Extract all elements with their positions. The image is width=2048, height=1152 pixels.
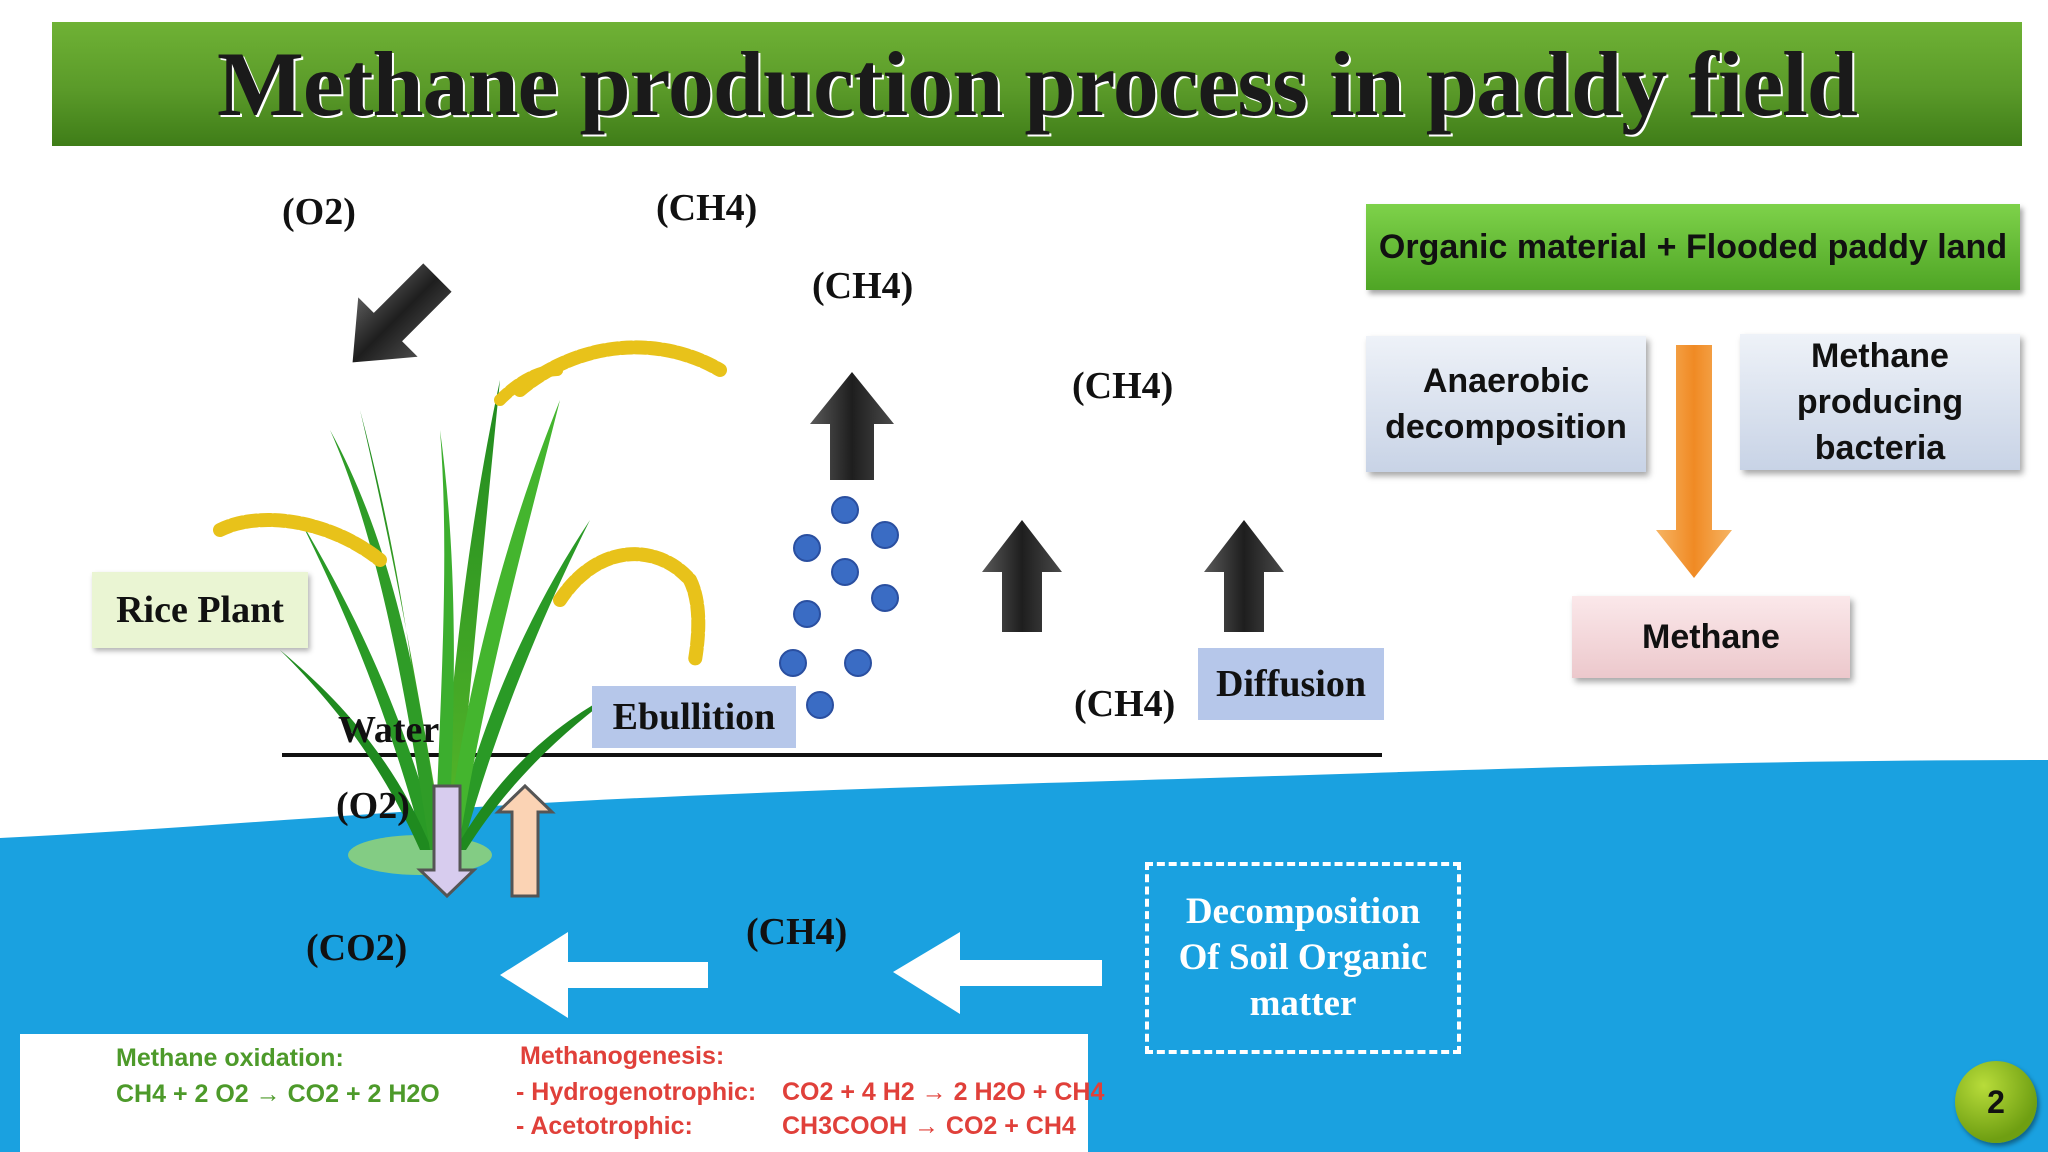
label-water: Water xyxy=(338,709,440,751)
oxidation-equation: CH4 + 2 O2 → CO2 + 2 H2O xyxy=(116,1080,440,1108)
soil-arrow-left-1 xyxy=(500,932,708,1018)
flow-down-arrow xyxy=(1656,345,1732,578)
flow-left-line-1: Anaerobic xyxy=(1422,362,1590,400)
label-ch4-top1: (CH4) xyxy=(656,187,758,229)
decomposition-box: Decomposition Of Soil Organic matter xyxy=(1145,862,1461,1054)
ebullition-up-arrow xyxy=(810,372,894,480)
decomposition-line-3: matter xyxy=(1249,983,1357,1024)
hydrogenotrophic-equation: CO2 + 4 H2 → 2 H2O + CH4 xyxy=(782,1078,1105,1106)
decomposition-line-2: Of Soil Organic xyxy=(1178,937,1428,978)
o2-down-arrow xyxy=(416,784,478,899)
o2-arrow-diagonal xyxy=(352,263,452,363)
hydrogenotrophic-label: - Hydrogenotrophic: xyxy=(516,1078,757,1106)
soil-arrow-left-2 xyxy=(893,932,1102,1014)
acetotrophic-equation: CH3COOH → CO2 + CH4 xyxy=(782,1112,1076,1140)
ch4-up-arrow xyxy=(494,783,556,898)
label-co2: (CO2) xyxy=(306,927,408,969)
flow-top-box: Organic material + Flooded paddy land xyxy=(1366,204,2020,290)
flow-bottom-box: Methane xyxy=(1572,596,1850,678)
oxidation-title: Methane oxidation: xyxy=(116,1044,344,1072)
methanogenesis-title: Methanogenesis: xyxy=(520,1042,725,1070)
diffusion-box: Diffusion xyxy=(1198,648,1384,720)
title-bar xyxy=(52,22,2022,146)
flow-left-box: Anaerobic decomposition xyxy=(1366,336,1646,472)
diffusion-up-arrow-2 xyxy=(1204,520,1284,632)
flow-right-line-3: bacteria xyxy=(1814,429,1946,467)
slide-title: Methane production process in paddy fiel… xyxy=(217,33,1858,135)
flow-right-line-1: Methane xyxy=(1811,337,1949,375)
label-ch4-mid: (CH4) xyxy=(1072,365,1174,407)
flow-right-line-2: producing xyxy=(1796,383,1964,421)
flow-left-line-2: decomposition xyxy=(1385,408,1627,446)
label-o2-water: (O2) xyxy=(336,785,410,827)
label-ch4-top2: (CH4) xyxy=(812,265,914,307)
ebullition-box: Ebullition xyxy=(592,686,796,748)
methane-bubbles xyxy=(779,496,899,719)
rice-plant-box: Rice Plant xyxy=(92,572,308,648)
diffusion-up-arrow-1 xyxy=(982,520,1062,632)
label-ch4-water: (CH4) xyxy=(1074,683,1176,725)
label-ch4-soil: (CH4) xyxy=(746,911,848,953)
flow-right-box: Methane producing bacteria xyxy=(1740,334,2020,470)
page-number-badge: 2 xyxy=(1955,1061,2037,1143)
acetotrophic-label: - Acetotrophic: xyxy=(516,1112,693,1140)
label-o2-top: (O2) xyxy=(282,191,356,233)
equations-panel xyxy=(20,1034,1088,1152)
decomposition-line-1: Decomposition xyxy=(1185,891,1421,932)
rice-plant-illustration xyxy=(213,340,727,850)
